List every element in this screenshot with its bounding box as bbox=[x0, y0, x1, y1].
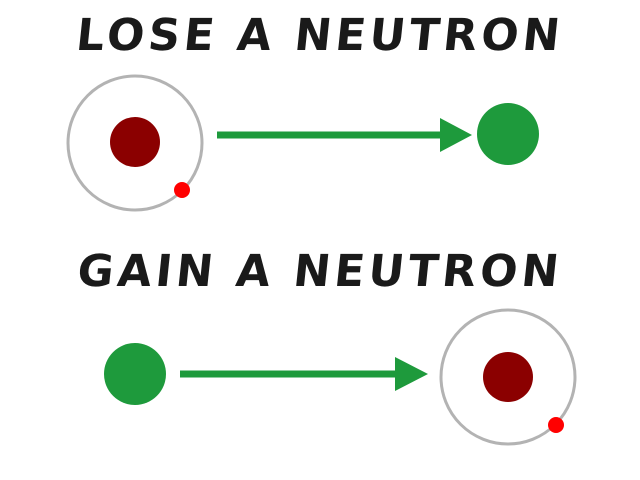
lose-atom-electron bbox=[174, 182, 190, 198]
gain-incoming-neutron bbox=[104, 343, 166, 405]
gain-atom-orbit bbox=[439, 308, 577, 446]
lose-arrow-head bbox=[440, 118, 472, 152]
gain-atom-electron bbox=[548, 417, 564, 433]
lose-arrow bbox=[217, 118, 472, 152]
lose-released-neutron bbox=[477, 103, 539, 165]
gain-atom bbox=[439, 308, 577, 446]
lose-atom bbox=[66, 74, 204, 212]
gain-arrow-head bbox=[395, 357, 428, 391]
lose-atom-orbit bbox=[66, 74, 204, 212]
gain-arrow bbox=[180, 357, 428, 391]
gain-atom-nucleus bbox=[483, 352, 533, 402]
lose-atom-nucleus bbox=[110, 117, 160, 167]
